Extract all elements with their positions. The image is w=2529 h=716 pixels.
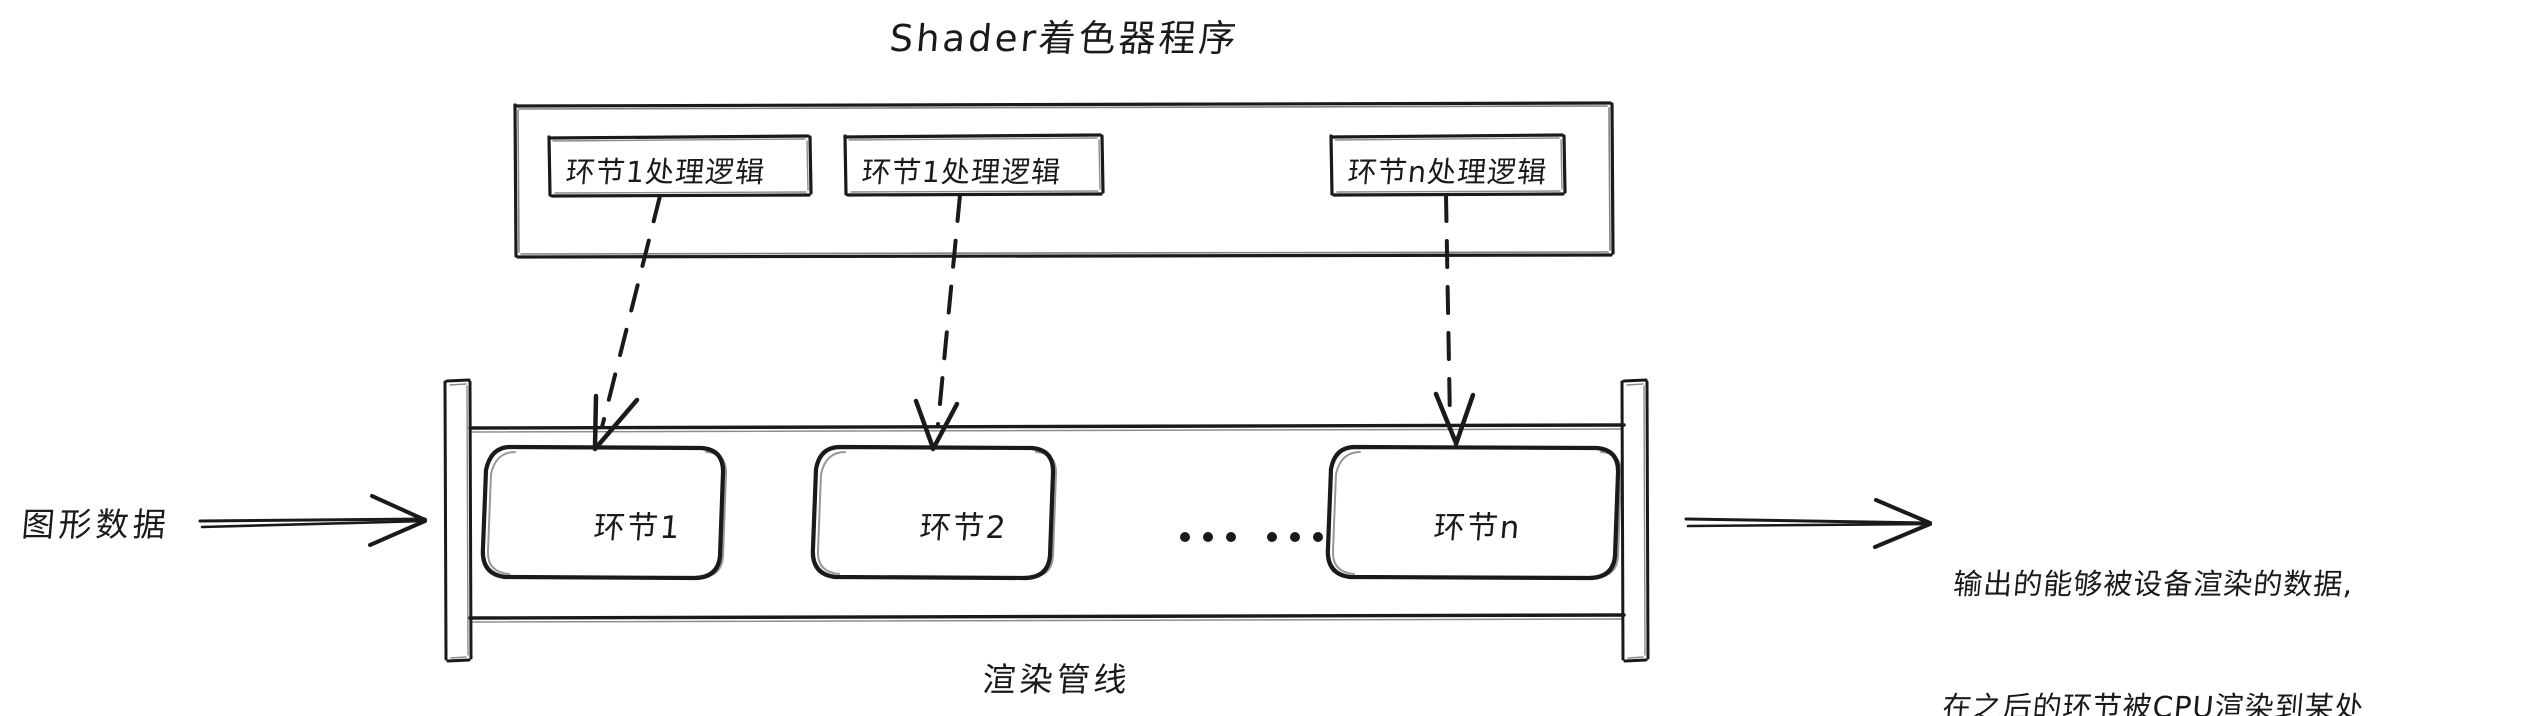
logic-box-2-label: 环节1处理逻辑 [860, 155, 1063, 189]
pipeline-rails [468, 423, 1626, 623]
dashed-connector-2 [913, 193, 962, 452]
pipeline-right-cap [1620, 378, 1650, 663]
output-arrow [1684, 498, 1932, 549]
output-label-line-2: 在之后的环节被CPU渲染到某处 [1941, 690, 2367, 716]
pipeline-caption: 渲染管线 [981, 660, 1133, 699]
pipeline-stage-2-label: 环节2 [918, 510, 1010, 546]
logic-box-3[interactable] [1329, 133, 1567, 197]
input-arrow [198, 494, 427, 547]
pipeline-stage-3-label: 环节n [1432, 510, 1523, 546]
dashed-connector-3 [1433, 193, 1476, 447]
output-label-line-1: 输出的能够被设备渲染的数据, [1951, 567, 2356, 601]
logic-box-1[interactable] [547, 134, 813, 198]
logic-box-1-label: 环节1处理逻辑 [564, 155, 767, 189]
pipeline-ellipsis [1180, 532, 1323, 542]
input-label: 图形数据 [20, 505, 172, 544]
logic-box-3-label: 环节n处理逻辑 [1346, 155, 1549, 189]
logic-box-2[interactable] [843, 133, 1105, 197]
pipeline-stage-box-1[interactable] [480, 444, 728, 581]
pipeline-stage-1-label: 环节1 [592, 510, 684, 546]
pipeline-stage-box-3[interactable] [1325, 444, 1623, 581]
pipeline-left-cap [443, 378, 473, 663]
shader-program-container [513, 101, 1615, 259]
dashed-connector-1 [592, 194, 662, 452]
pipeline-stage-box-2[interactable] [810, 444, 1058, 581]
output-label: 输出的能够被设备渲染的数据, 在之后的环节被CPU渲染到某处 [1934, 482, 2385, 716]
page-title: Shader着色器程序 [887, 17, 1241, 60]
